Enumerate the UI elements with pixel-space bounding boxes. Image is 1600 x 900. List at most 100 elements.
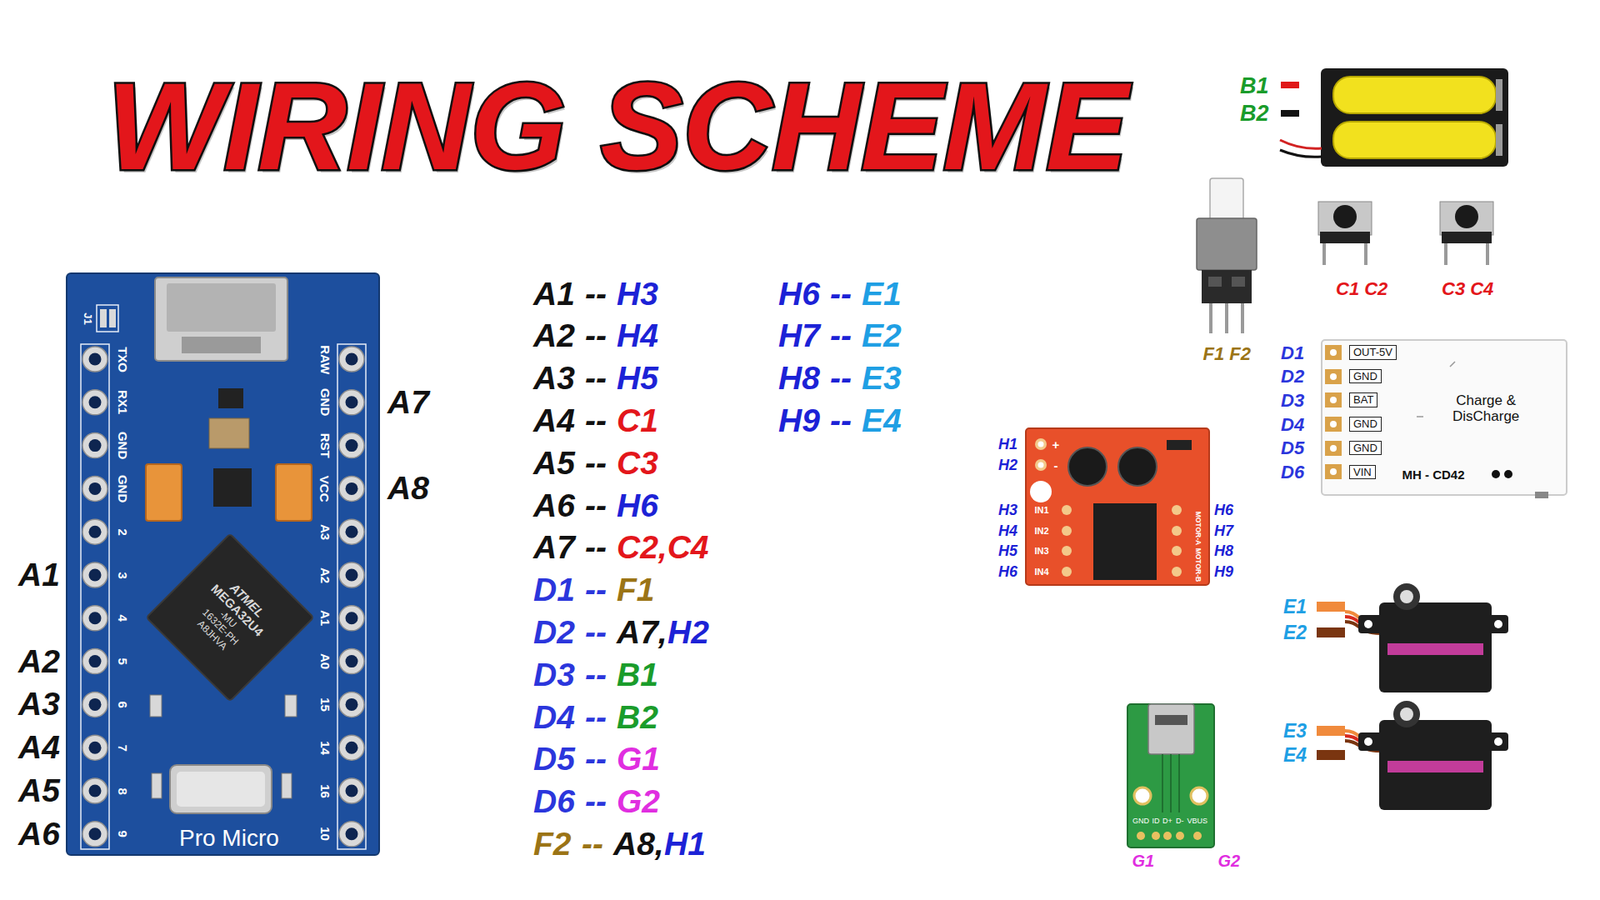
connection-pin: H2	[667, 614, 710, 652]
motor-driver-pcb	[1118, 447, 1157, 486]
board-silkscreen: J1	[80, 312, 94, 325]
pro-micro-pcb	[339, 691, 365, 717]
charge-module-pcb	[1325, 440, 1342, 456]
pin-label: H3	[998, 501, 1018, 520]
board-silkscreen: A2	[317, 567, 332, 584]
usb-pin-label: D-	[1175, 816, 1185, 825]
separator: --	[585, 487, 607, 525]
connection-pin: H4	[616, 317, 659, 355]
pro-micro-pcb	[339, 562, 365, 588]
motor-driver-pcb	[1025, 428, 1210, 585]
pin-label: B1	[1240, 73, 1270, 100]
module-pin-label: OUT-5V	[1349, 345, 1397, 360]
servo-motor	[1316, 583, 1509, 810]
battery-holder	[1333, 76, 1496, 114]
pin-label: D2	[1280, 365, 1305, 387]
module-pin-label: GND	[1349, 416, 1382, 432]
pin-label: H5	[998, 542, 1018, 560]
tactile-button	[1444, 243, 1448, 265]
pro-micro-pcb	[170, 765, 272, 814]
charge-module-pcb	[1325, 464, 1342, 480]
motor-driver-pcb	[1061, 566, 1072, 577]
charge-module-pcb	[1330, 373, 1337, 380]
separator: --	[585, 317, 607, 355]
motor-driver-pcb	[1038, 462, 1045, 469]
self-lock-switch	[1196, 178, 1257, 334]
connection-pin: D2	[533, 614, 575, 652]
module-pin-label: GND	[1349, 440, 1382, 456]
pin-label: H7	[1214, 522, 1234, 540]
board-silkscreen: RX1	[115, 390, 130, 415]
connection-pin: B2	[616, 699, 659, 737]
pro-micro-pcb	[339, 821, 365, 847]
pin-label: H6	[998, 563, 1018, 581]
pin-label: D1	[1280, 342, 1305, 364]
pro-micro-pcb	[82, 562, 108, 588]
pin-label: G2	[1218, 851, 1241, 871]
board-silkscreen: 2	[115, 528, 130, 535]
battery-holder	[1280, 110, 1300, 117]
servo-motor	[1316, 627, 1345, 638]
motor-driver-pcb	[1030, 480, 1052, 503]
charge-module-pcb	[1416, 361, 1455, 417]
self-lock-switch	[1208, 276, 1222, 287]
motor-driver-pcb	[1171, 545, 1182, 556]
motor-driver-pcb	[1171, 525, 1182, 536]
motor-driver-pcb	[1068, 447, 1107, 486]
driver-silkscreen: IN3	[1035, 545, 1050, 557]
pro-micro-pcb	[281, 773, 292, 799]
pin-label: E1	[1283, 595, 1307, 618]
pro-micro-pcb	[66, 273, 380, 855]
motor-driver-pcb	[1166, 440, 1192, 450]
self-lock-switch	[1240, 303, 1245, 334]
charge-module-pcb	[1325, 345, 1342, 360]
connection-pin: H1	[664, 825, 706, 864]
board-silkscreen: 6	[115, 700, 130, 708]
pin-label: B2	[1240, 100, 1270, 127]
pro-micro-pcb	[218, 388, 244, 409]
tactile-button	[1318, 201, 1494, 265]
connection-pin: A2	[533, 317, 575, 355]
connection-pin: B1	[616, 656, 659, 695]
self-lock-switch	[1210, 178, 1244, 222]
pro-micro-pcb	[155, 277, 288, 361]
pro-micro-pcb	[339, 735, 365, 760]
usb-breakout-pcb	[1127, 704, 1215, 848]
connection-pin: E4	[861, 402, 902, 440]
charge-module-pcb	[1330, 396, 1337, 404]
pro-micro-pcb	[275, 464, 312, 521]
charge-module-pcb	[1504, 470, 1513, 479]
board-silkscreen: RST	[317, 433, 332, 459]
usb-breakout-pcb	[1163, 831, 1172, 840]
board-silkscreen: TXO	[115, 346, 130, 373]
servo-motor	[1358, 732, 1509, 751]
charge-module-pcb	[1330, 445, 1337, 452]
pro-micro-pcb	[80, 344, 110, 850]
pro-micro-pcb	[82, 390, 108, 415]
usb-breakout-pcb	[1175, 831, 1185, 840]
usb-pin-label: VBUS	[1187, 816, 1209, 825]
pro-micro-pcb	[176, 771, 265, 807]
pro-micro-pcb	[82, 778, 108, 804]
pro-micro-pcb	[109, 309, 116, 328]
battery-holder	[1280, 81, 1300, 89]
board-silkscreen: 10	[317, 827, 332, 842]
board-silkscreen: RAW	[317, 345, 332, 375]
pro-micro-pcb	[181, 336, 261, 354]
charge-module-pcb	[1535, 491, 1549, 499]
charge-module: OUT-5VGNDBATGNDGNDVINCharge & DisChargeM…	[1321, 340, 1567, 495]
servo-motor	[1400, 590, 1414, 604]
pin-label: D3	[1280, 390, 1305, 411]
board-silkscreen: 16	[317, 784, 332, 799]
tactile-button	[1320, 231, 1370, 244]
separator: --	[585, 529, 607, 567]
board-silkscreen: 7	[115, 744, 130, 751]
pin-label: A6	[18, 815, 60, 854]
pro-micro-pcb	[339, 519, 365, 545]
pin-label: E4	[1283, 744, 1307, 766]
usb-breakout-pcb	[1193, 831, 1202, 840]
usb-breakout-pcb	[1134, 787, 1151, 805]
connection-pin: D6	[533, 783, 575, 821]
pin-label: A1	[18, 556, 60, 595]
pin-label: E3	[1283, 720, 1307, 742]
